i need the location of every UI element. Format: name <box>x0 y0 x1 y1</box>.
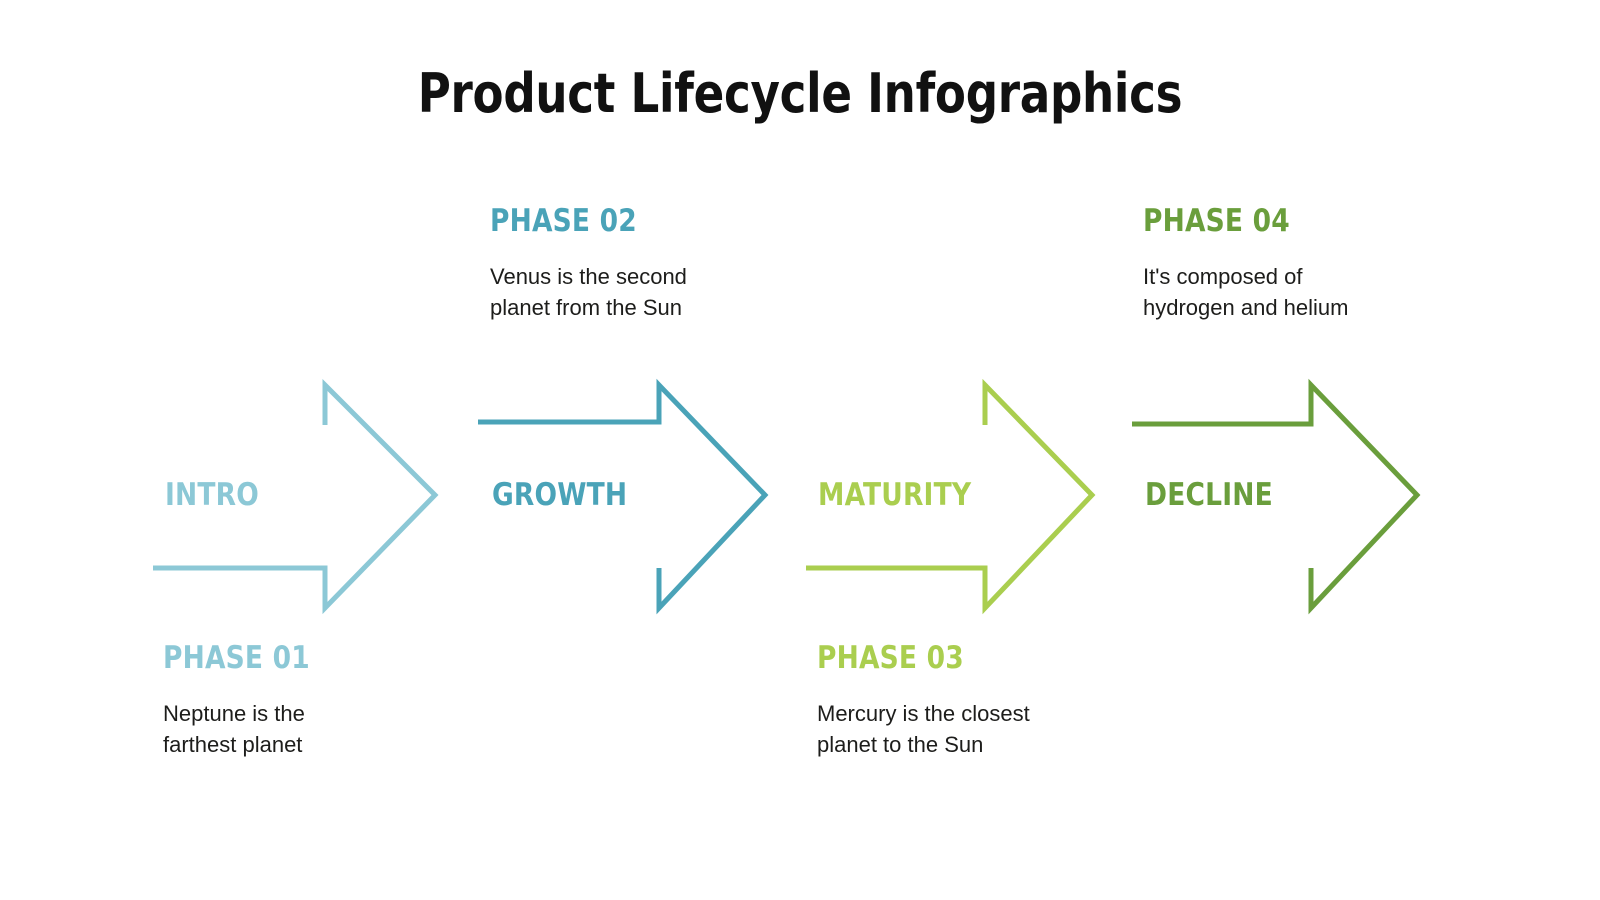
callout-title-phase-02: PHASE 02 <box>490 203 637 239</box>
page-title: Product Lifecycle Infographics <box>417 62 1183 125</box>
callout-body-phase-02: Venus is the second planet from the Sun <box>490 264 687 320</box>
callout-body-phase-01: Neptune is the farthest planet <box>163 701 305 757</box>
stage-label-intro: INTRO <box>165 477 259 513</box>
callout-phase-04: PHASE 04 It's composed of hydrogen and h… <box>1143 203 1443 323</box>
callout-phase-03: PHASE 03 Mercury is the closest planet t… <box>817 640 1117 760</box>
callout-title-phase-03: PHASE 03 <box>817 640 964 676</box>
callout-body-phase-04: It's composed of hydrogen and helium <box>1143 264 1349 320</box>
stage-label-decline: DECLINE <box>1145 477 1273 513</box>
callout-phase-01: PHASE 01 Neptune is the farthest planet <box>163 640 463 760</box>
stage-label-growth: GROWTH <box>492 477 628 513</box>
callout-title-phase-04: PHASE 04 <box>1143 203 1290 239</box>
stage-label-maturity: MATURITY <box>818 477 972 513</box>
callout-phase-02: PHASE 02 Venus is the second planet from… <box>490 203 790 323</box>
callout-body-phase-03: Mercury is the closest planet to the Sun <box>817 701 1030 757</box>
callout-title-phase-01: PHASE 01 <box>163 640 310 676</box>
